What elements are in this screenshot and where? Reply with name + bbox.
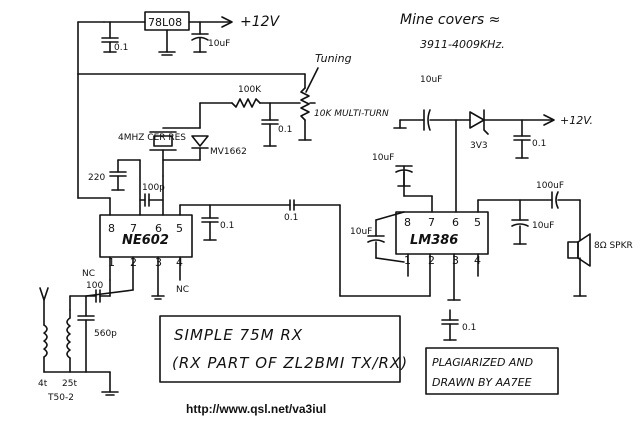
ne602-section: NE602 8 7 6 5 1 2 3 4 NC NC 0.1 [77,197,431,300]
varicap-icon [191,135,209,147]
lm386-pin7-cap: 10uF [372,153,394,163]
lm386-output-cap: 100uF [536,181,564,191]
ne602-nc-right: NC [176,285,189,295]
lm386-pin-8: 8 [404,216,411,229]
regulator-part: 78L08 [148,16,182,29]
coil-25t [66,317,71,359]
input-cap-560p: 560p [94,329,117,339]
input-section: 4t 25t T50-2 100 560p [38,279,134,403]
arrow-icon [221,16,233,28]
speaker-label: 8Ω SPKR [594,241,633,251]
tuning-pot [300,87,310,121]
coverage-range: 3911-4009KHz. [420,38,505,51]
ne602-nc-left: NC [82,269,95,279]
lm386-chip [395,211,489,255]
tuning-cap-label: 0.1 [278,125,292,135]
regulator-cap-right: 10uF [208,39,230,49]
crystal-body [153,135,173,147]
lm386-name: LM386 [410,233,458,248]
crystal-label: 4MHZ CER RES [118,133,186,143]
credit-line-2: DRAWN BY AA7EE [432,376,532,389]
credit-box-frame [425,347,559,395]
tuning-series-resistor [231,98,261,108]
lm386-section: LM386 8 7 6 5 1 2 3 4 10uF 10uF [350,153,633,341]
credit-line-1: PLAGIARIZED AND [432,356,533,369]
lm386-pin-5: 5 [474,216,481,229]
osc-cap-220: 220 [88,173,105,183]
ne602-chip [99,214,193,258]
coverage-title: Mine covers ≈ [400,12,500,28]
credit-box: PLAGIARIZED AND DRAWN BY AA7EE [425,347,559,395]
antenna-icon [39,287,49,301]
lm386-pin4-cap: 0.1 [462,323,476,333]
ne602-pin-5: 5 [176,222,183,235]
lm386-pin-2: 2 [428,254,435,267]
ne602-pin-6: 6 [155,222,162,235]
tuning-label: Tuning [315,52,352,65]
lm386-pin-7: 7 [428,216,435,229]
tuning-pot-label: 10K MULTI-TURN [314,109,389,119]
lm386-pin-3: 3 [452,254,459,267]
ne602-pin-1: 1 [108,256,115,269]
input-cap-100: 100 [86,281,103,291]
arrow-icon [543,114,555,126]
supply2-bypass-label: 0.1 [532,139,546,149]
supply2-section: 10uF +12V. 3V3 0.1 [393,75,593,213]
title-line-1: SIMPLE 75M RX [174,326,303,344]
lm386-input-cap: 10uF [350,227,372,237]
zener-label: 3V3 [470,141,488,151]
ne602-pin5-cap: 0.1 [220,221,234,231]
osc-cap-100p: 100p [142,183,165,193]
ne602-name: NE602 [122,233,169,248]
tuning-resistor-label: 100K [238,85,262,95]
regulator: 78L08 +12V 0.1 10uF [77,11,306,199]
supply2-cap-top: 10uF [420,75,442,85]
source-url: http://www.qsl.net/va3iul [186,402,326,416]
supply2-out-label: +12V. [560,114,593,127]
title-line-2: (RX PART OF ZL2BMI TX/RX) [172,354,408,372]
lm386-out-bypass-cap: 10uF [532,221,554,231]
zener-icon [469,111,485,129]
coil-core-label: T50-2 [47,393,74,403]
coil-4t [43,324,48,358]
regulator-cap-left: 0.1 [114,43,128,53]
tuning-section: Tuning 10K MULTI-TURN 100K 0.1 [199,52,389,147]
lm386-pin-6: 6 [452,216,459,229]
ne602-coupling-cap: 0.1 [284,213,298,223]
coil-4t-label: 4t [38,379,48,389]
speaker-icon [567,241,579,259]
oscillator-section: 4MHZ CER RES MV1662 220 100p [88,127,247,216]
ne602-pin-7: 7 [130,222,137,235]
coil-25t-label: 25t [62,379,77,389]
varicap-label: MV1662 [210,147,247,157]
title-box: SIMPLE 75M RX (RX PART OF ZL2BMI TX/RX) [159,315,408,383]
title-box-frame [159,315,401,383]
ne602-pin-8: 8 [108,222,115,235]
regulator-out-label: +12V [240,14,281,30]
